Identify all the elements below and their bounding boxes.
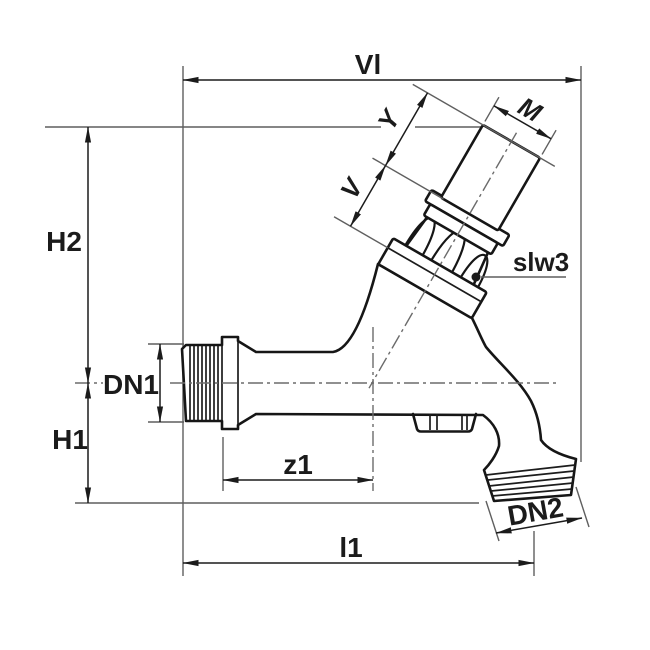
dimension-labels: Vl H2 H1 DN1 z1 l1 DN2 [46, 49, 566, 563]
v-dimension-line [349, 165, 387, 227]
spindle-axis-centerline [368, 132, 518, 389]
y-dimension-line [384, 92, 429, 167]
dim-label-h2: H2 [46, 226, 82, 257]
dn2-right-extension [575, 486, 590, 528]
dimension-lines [84, 76, 583, 567]
dim-label-slw3: slw3 [513, 247, 569, 277]
dim-label-vl: Vl [355, 49, 381, 80]
m-right-extension [541, 129, 557, 155]
collar-top-extension [372, 157, 444, 200]
outlet-thread [485, 464, 576, 497]
dn2-dimension-line [495, 517, 583, 534]
dim-label-l1: l1 [339, 532, 362, 563]
dim-label-z1: z1 [283, 449, 313, 480]
ring-mid-extension [333, 216, 389, 249]
bottom-hex-boss [411, 412, 478, 433]
m-dimension-line [493, 105, 552, 140]
dn2-left-extension [485, 500, 500, 542]
m-left-extension [484, 96, 500, 122]
dim-label-y: Y [371, 103, 407, 135]
slw3-pointer-dot [471, 272, 481, 282]
dim-label-dn1: DN1 [103, 369, 159, 400]
slw3-callout: slw3 [471, 247, 569, 282]
dim-label-v: V [334, 171, 370, 203]
dim-label-h1: H1 [52, 424, 88, 455]
dim-label-m: M [513, 91, 548, 128]
cap-top-extension [412, 83, 556, 167]
extension-lines [45, 66, 590, 576]
